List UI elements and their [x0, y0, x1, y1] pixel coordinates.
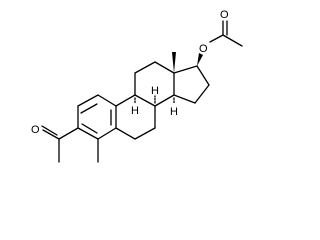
c13-methyl-wedge	[172, 52, 176, 73]
h14-label: H	[170, 106, 178, 118]
ring-c	[134, 61, 175, 107]
structure-canvas: O O O H H H	[31, 9, 243, 163]
acetyl-group	[41, 125, 79, 163]
acetoxy-group	[209, 20, 243, 47]
c17-oxygen-wedge	[197, 53, 203, 66]
ring-d	[173, 65, 210, 104]
ring-a	[77, 94, 117, 140]
h9-label: H	[131, 105, 139, 117]
acetoxy-carbonyl-oxygen-label: O	[220, 9, 229, 21]
ring-b	[115, 94, 156, 140]
acetyl-oxygen-label: O	[31, 124, 40, 136]
h8-label: H	[151, 85, 159, 97]
acetoxy-oxygen-label: O	[199, 43, 208, 55]
structure-diagram: O O O H H H	[31, 9, 243, 163]
